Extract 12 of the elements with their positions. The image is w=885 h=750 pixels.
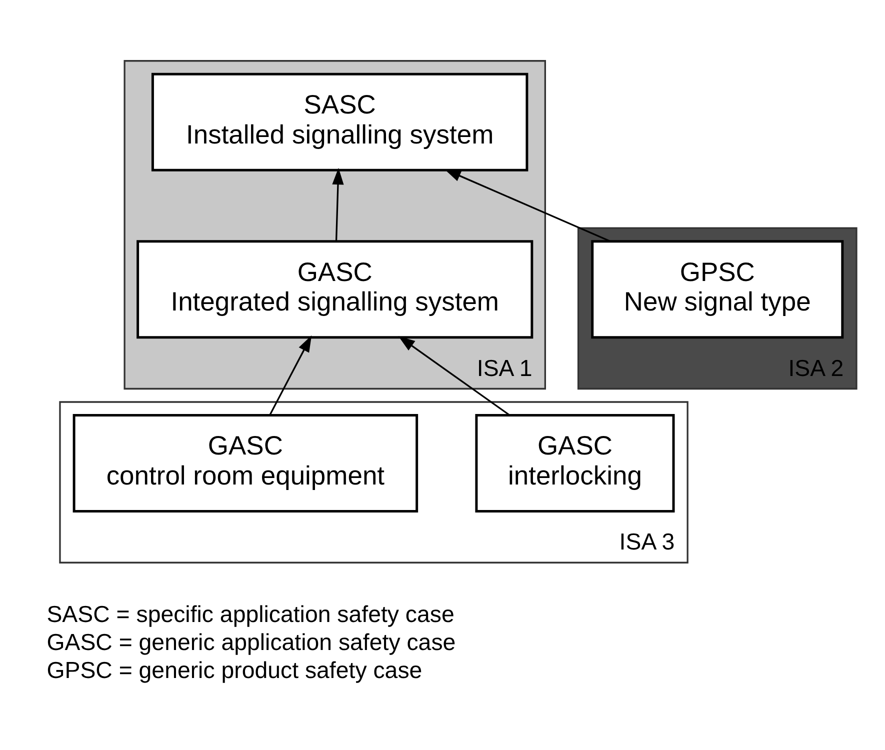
arrow — [398, 336, 510, 416]
label: GASC = generic application safety case — [46, 628, 456, 654]
node-box: SASC Installed signalling system — [151, 72, 528, 171]
node-box: GASC control room equipment — [72, 414, 418, 512]
arrow — [332, 167, 344, 241]
label: GPSC = generic product safety case — [46, 656, 422, 683]
arrow — [269, 334, 312, 415]
arrow — [444, 168, 611, 242]
node-box: GASC interlocking — [475, 414, 675, 512]
node-box: GASC Integrated signalling system — [136, 240, 534, 338]
node-box: GPSC New signal type — [591, 240, 844, 338]
label: SASC = specific application safety case — [46, 600, 454, 626]
